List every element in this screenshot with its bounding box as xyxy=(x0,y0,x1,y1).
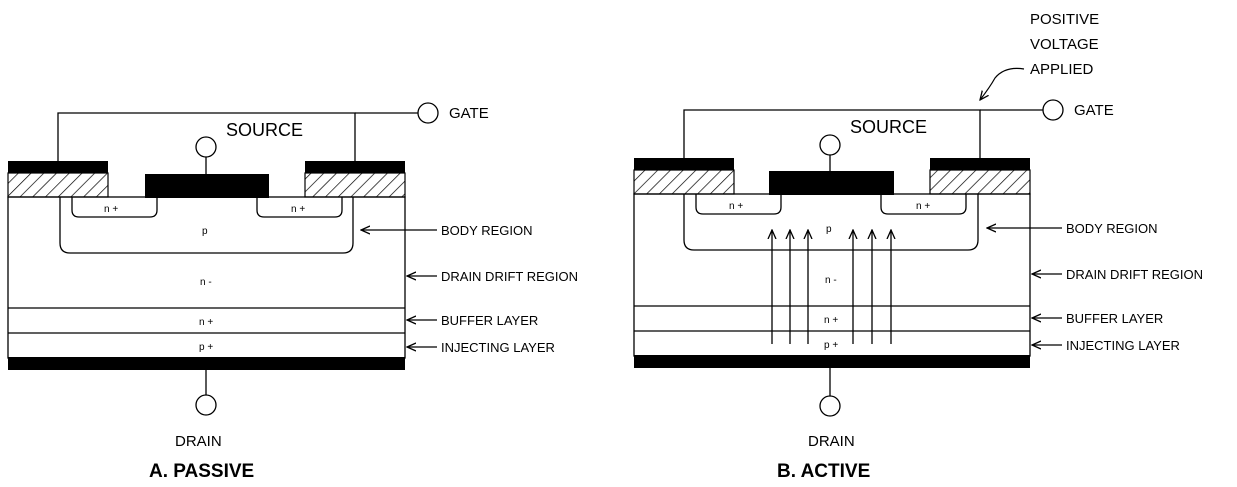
gate-oxide-left xyxy=(7,172,109,198)
p-body-well xyxy=(683,194,979,251)
source-label: SOURCE xyxy=(850,117,927,137)
annotation-arrow xyxy=(980,67,1025,100)
body-region-label: BODY REGION xyxy=(441,223,533,238)
p-body-well xyxy=(59,197,354,254)
source-contact xyxy=(769,171,894,195)
annotation-line-1: POSITIVE xyxy=(1030,11,1099,28)
annotation-line-2: VOLTAGE xyxy=(1030,36,1099,53)
source-label: SOURCE xyxy=(226,120,303,140)
gate-oxide-left xyxy=(633,169,735,195)
panel-passive: GATE SOURCE n + n + p n - n + p + DRAIN … xyxy=(7,102,578,482)
gate-electrode-right xyxy=(305,161,405,173)
injecting-layer-label: INJECTING LAYER xyxy=(441,340,555,355)
gate-oxide-right xyxy=(304,172,406,198)
drift-region-label: DRAIN DRIFT REGION xyxy=(1066,267,1203,282)
current-flow-arrows xyxy=(772,230,891,344)
drain-terminal xyxy=(819,395,841,417)
annotation-line-3: APPLIED xyxy=(1030,61,1094,78)
panel-caption: A. PASSIVE xyxy=(149,461,254,482)
gate-electrode-right xyxy=(930,158,1030,170)
panel-caption: B. ACTIVE xyxy=(777,461,870,482)
n-plus-right-text: n + xyxy=(916,201,930,212)
n-minus-text: n - xyxy=(825,275,837,286)
drain-label: DRAIN xyxy=(175,433,222,450)
n-plus-well-left xyxy=(695,194,782,215)
body-region-label: BODY REGION xyxy=(1066,221,1158,236)
n-minus-text: n - xyxy=(200,277,212,288)
gate-terminal xyxy=(417,102,439,124)
n-plus-buffer-text: n + xyxy=(824,315,838,326)
drain-label: DRAIN xyxy=(808,433,855,450)
gate-electrode-left xyxy=(8,161,108,173)
gate-wire xyxy=(683,109,981,160)
n-plus-left-text: n + xyxy=(104,204,118,215)
p-body-text: p xyxy=(826,224,832,235)
source-terminal xyxy=(819,134,841,156)
gate-oxide-right xyxy=(929,169,1031,195)
gate-label: GATE xyxy=(1074,102,1114,119)
buffer-layer-label: BUFFER LAYER xyxy=(441,313,538,328)
buffer-layer-label: BUFFER LAYER xyxy=(1066,311,1163,326)
p-body-text: p xyxy=(202,226,208,237)
gate-wire xyxy=(57,112,356,162)
gate-terminal xyxy=(1042,99,1064,121)
gate-label: GATE xyxy=(449,105,489,122)
injecting-layer-label: INJECTING LAYER xyxy=(1066,338,1180,353)
p-plus-injecting-text: p + xyxy=(824,340,838,351)
panel-active: POSITIVE VOLTAGE APPLIED GATE SOURCE n +… xyxy=(633,11,1203,482)
source-contact xyxy=(145,174,269,198)
n-plus-well-right xyxy=(256,197,343,218)
n-plus-left-text: n + xyxy=(729,201,743,212)
drift-region-label: DRAIN DRIFT REGION xyxy=(441,269,578,284)
n-plus-right-text: n + xyxy=(291,204,305,215)
n-plus-well-right xyxy=(880,194,967,215)
drain-contact xyxy=(634,355,1030,368)
p-plus-injecting-text: p + xyxy=(199,342,213,353)
n-plus-well-left xyxy=(71,197,158,218)
gate-electrode-left xyxy=(634,158,734,170)
n-plus-buffer-text: n + xyxy=(199,317,213,328)
source-terminal xyxy=(195,136,217,158)
drain-terminal xyxy=(195,394,217,416)
drain-contact xyxy=(8,357,405,370)
